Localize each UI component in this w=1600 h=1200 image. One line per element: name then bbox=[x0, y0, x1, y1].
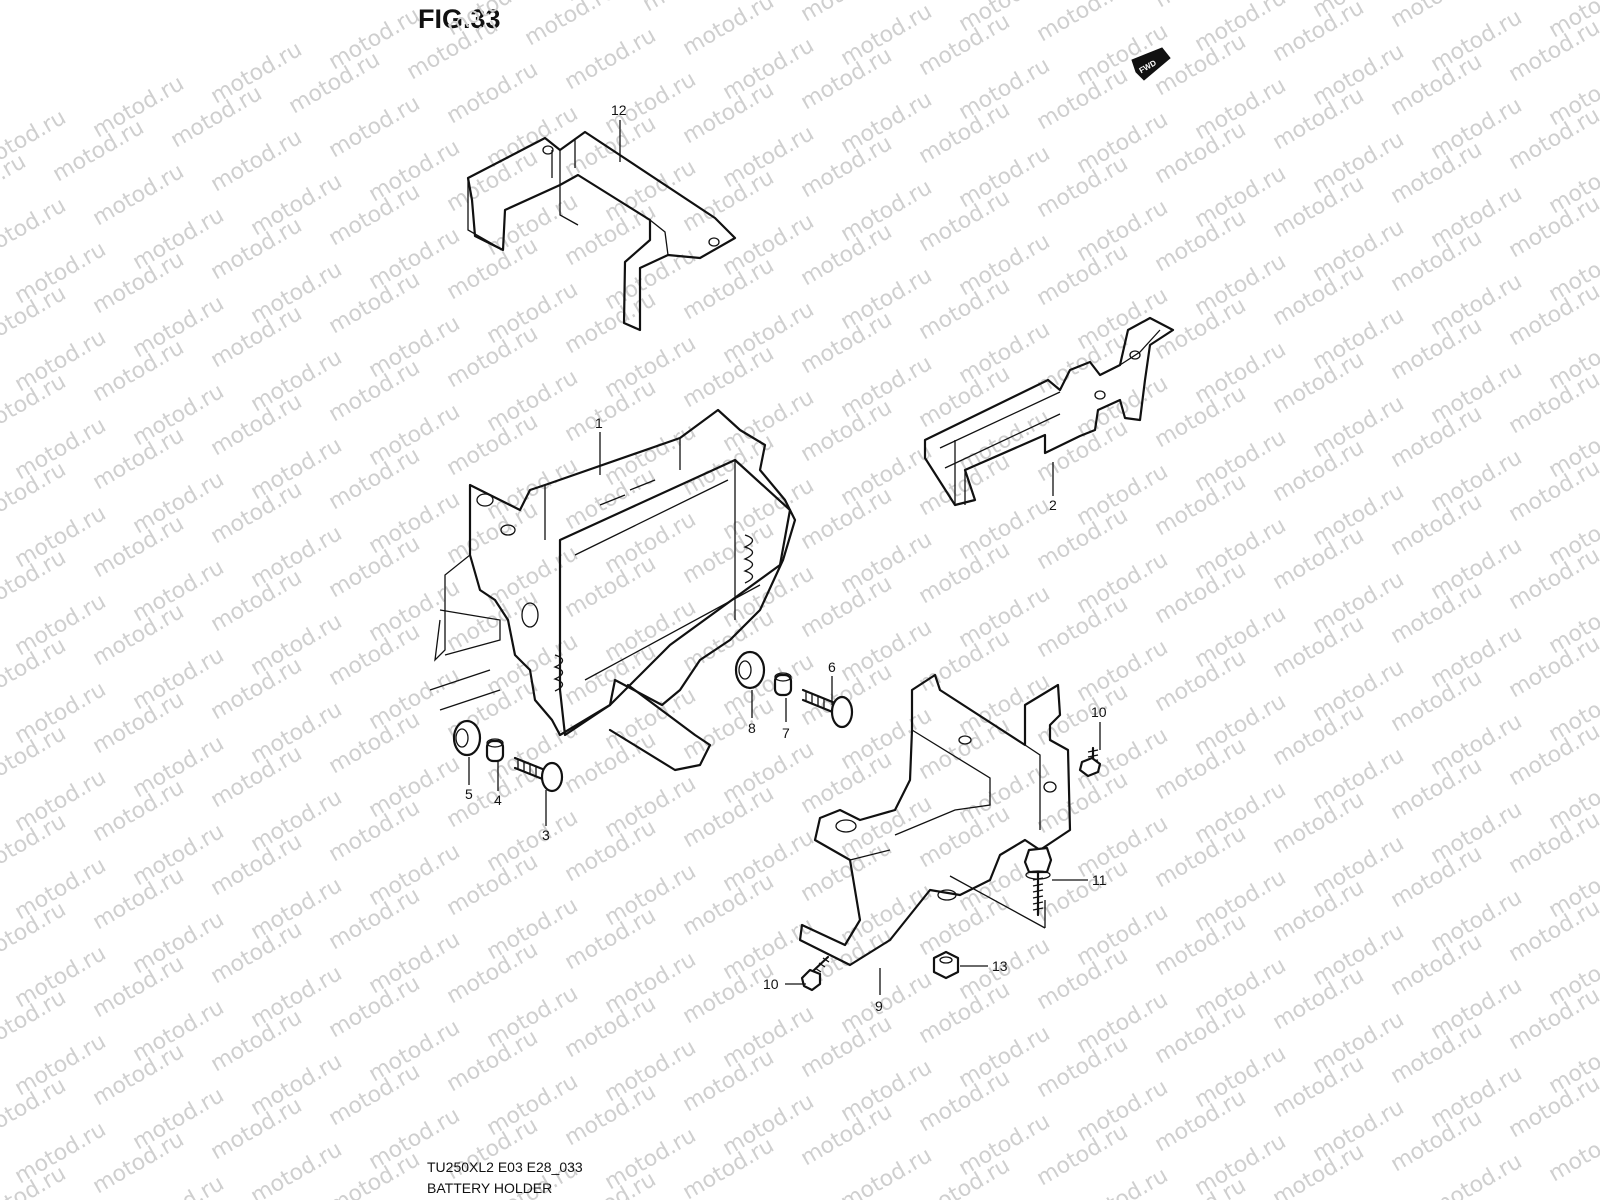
watermark-text: motod.ru bbox=[0, 193, 70, 265]
watermark-text: motod.ru bbox=[0, 149, 30, 221]
part-10-bolt-lower bbox=[800, 955, 830, 992]
watermark-text: motod.ru bbox=[1073, 1163, 1173, 1200]
part-7-collar bbox=[773, 672, 793, 697]
watermark-text: motod.ru bbox=[1387, 0, 1487, 33]
callout-3: 3 bbox=[542, 827, 550, 843]
watermark-text: motod.ru bbox=[443, 57, 543, 129]
callout-12: 13 bbox=[992, 958, 1008, 974]
watermark-text: motod.ru bbox=[561, 23, 661, 95]
watermark-text: motod.ru bbox=[1033, 0, 1133, 47]
part-12-nut bbox=[932, 950, 960, 980]
watermark-text: motod.ru bbox=[1545, 1115, 1600, 1187]
drawing-code: TU250XL2 E03 E28_033 bbox=[427, 1159, 583, 1175]
watermark-text: motod.ru bbox=[679, 0, 779, 61]
callout-2: 2 bbox=[1049, 497, 1057, 513]
callout-10-upper: 10 bbox=[1091, 704, 1107, 720]
callout-1: 1 bbox=[595, 415, 603, 431]
figure-caption: BATTERY HOLDER bbox=[427, 1180, 553, 1196]
callouts: 12 1 2 3 4 5 6 7 8 10 10 11 13 9 bbox=[465, 102, 1107, 1014]
part-10-bolt-upper bbox=[1078, 746, 1102, 778]
callout-10-lower: 10 bbox=[763, 976, 779, 992]
watermark-text: motod.ru bbox=[129, 1171, 229, 1200]
callout-13: 12 bbox=[611, 102, 627, 118]
callout-6: 6 bbox=[828, 659, 836, 675]
callout-9: 9 bbox=[875, 998, 883, 1014]
callout-5: 5 bbox=[465, 786, 473, 802]
callout-8: 8 bbox=[748, 720, 756, 736]
part-1-battery-case bbox=[429, 408, 797, 772]
part-13-battery-cover bbox=[466, 130, 737, 332]
part-4-collar bbox=[485, 738, 505, 763]
watermark-text: motod.ru bbox=[89, 159, 189, 231]
callout-11: 11 bbox=[1092, 872, 1107, 888]
callout-4: 4 bbox=[494, 792, 502, 808]
leader-lines bbox=[468, 120, 1101, 995]
watermark-text: motod.ru bbox=[1427, 1149, 1527, 1200]
watermark-text: motod.ru bbox=[247, 1137, 347, 1200]
part-9-lower-bracket bbox=[798, 673, 1072, 967]
part-11-bolt bbox=[1023, 846, 1053, 917]
watermark-text: motod.ru bbox=[521, 0, 621, 51]
forward-direction-badge: FWD bbox=[1131, 47, 1171, 81]
callout-7: 7 bbox=[782, 725, 790, 741]
part-6-bolt bbox=[801, 688, 854, 729]
part-8-grommet bbox=[734, 650, 766, 690]
part-5-grommet bbox=[452, 719, 482, 757]
part-3-bolt bbox=[513, 756, 564, 793]
watermark-text: motod.ru bbox=[837, 1143, 937, 1200]
watermark-text: motod.ru bbox=[325, 91, 425, 163]
watermark-text: motod.ru bbox=[207, 125, 307, 197]
figure-title: FIG.33 bbox=[418, 4, 501, 34]
part-2-wire-bracket bbox=[923, 316, 1175, 507]
